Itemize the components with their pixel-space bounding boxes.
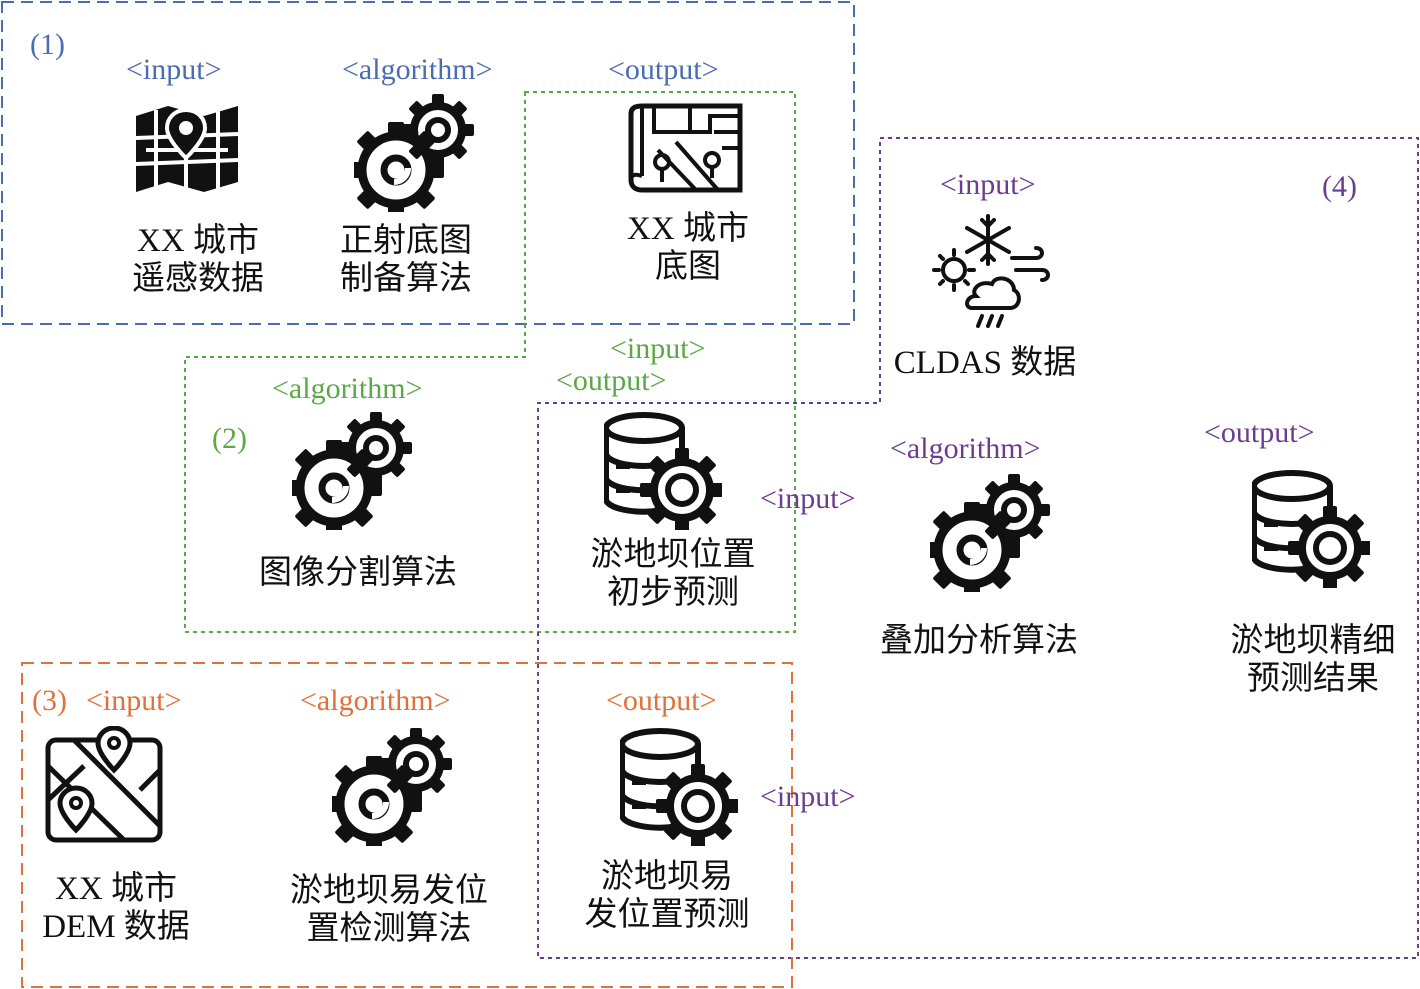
group-2-frame [184,91,796,633]
group-3-output-label: 淤地坝易发位置预测 [584,859,750,933]
group-1-frame [1,1,855,325]
group-1-algorithm-label: 正射底图制备算法 [340,223,472,297]
city-map-pins-icon [628,103,743,193]
group-4-number: (4) [1322,170,1357,203]
database-gear-icon [620,728,738,846]
group-3-frame [21,662,793,988]
folded-map-pin-icon [136,106,238,192]
group-2-output-tag: <output> [556,364,667,397]
group-3-output-tag: <output> [606,684,717,717]
group-1-number: (1) [30,28,65,61]
database-gear-icon [604,412,722,530]
group-2-input-tag: <input> [610,332,706,365]
group-4-algorithm-tag: <algorithm> [890,432,1041,465]
group-4-input-tag-2: <input> [760,482,856,515]
group-2-output-label: 淤地坝位置初步预测 [590,537,756,611]
weather-snow-sun-cloud-icon [932,214,1050,328]
group-4-output-label: 淤地坝精细预测结果 [1230,623,1396,697]
group-3-algorithm-label: 淤地坝易发位置检测算法 [290,873,488,947]
group-4-input-tag-3: <input> [760,780,856,813]
gears-icon [332,726,452,846]
group-1-output-tag: <output> [608,53,719,86]
group-4-frame [537,137,1419,959]
group-1-algorithm-tag: <algorithm> [342,53,493,86]
group-4-algorithm-label: 叠加分析算法 [880,623,1078,659]
group-2-number: (2) [212,422,247,455]
gears-icon [930,472,1050,592]
gears-icon [354,92,474,212]
group-4-output-tag: <output> [1204,416,1315,449]
gears-icon [292,410,412,530]
group-4-input-label: CLDAS 数据 [893,345,1077,381]
group-4-input-tag: <input> [940,168,1036,201]
group-1-output-label: XX 城市底图 [627,211,749,285]
group-2-algorithm-label: 图像分割算法 [259,555,457,591]
group-1-input-label: XX 城市遥感数据 [132,223,264,297]
group-3-algorithm-tag: <algorithm> [300,684,451,717]
group-3-input-tag: <input> [86,684,182,717]
map-location-pins-icon [45,726,163,843]
group-2-algorithm-tag: <algorithm> [272,372,423,405]
group-1-input-tag: <input> [126,53,222,86]
database-gear-icon [1252,470,1370,588]
group-3-number: (3) [32,684,67,717]
